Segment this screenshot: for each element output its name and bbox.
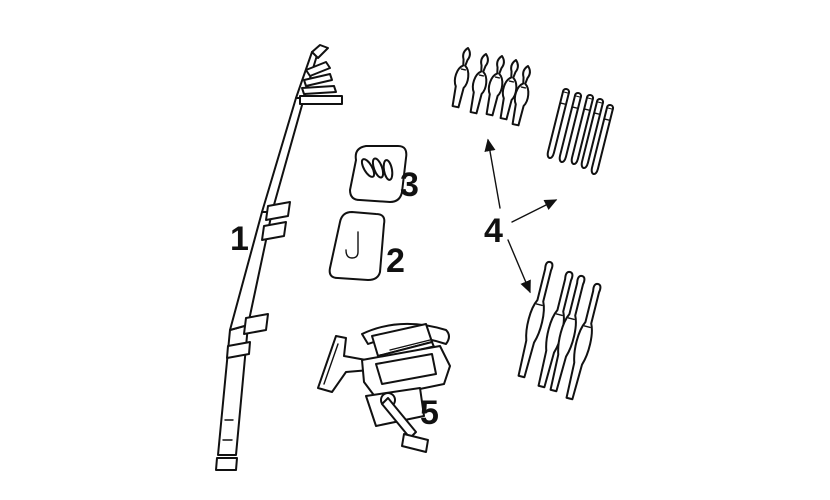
float-group-top-left-icon xyxy=(448,45,536,128)
label-5: 5 xyxy=(420,394,439,432)
label-1: 1 xyxy=(230,220,249,258)
float-arrows xyxy=(484,138,558,294)
fishing-rod-icon xyxy=(215,44,343,471)
float-group-top-right-icon xyxy=(545,87,615,176)
label-4: 4 xyxy=(484,212,503,250)
sinker-pack-icon xyxy=(349,145,408,203)
hook-pack-icon xyxy=(328,211,386,281)
label-3: 3 xyxy=(400,166,419,204)
float-group-bottom-icon xyxy=(513,259,606,402)
spinning-reel-icon xyxy=(317,322,451,453)
label-2: 2 xyxy=(386,242,405,280)
